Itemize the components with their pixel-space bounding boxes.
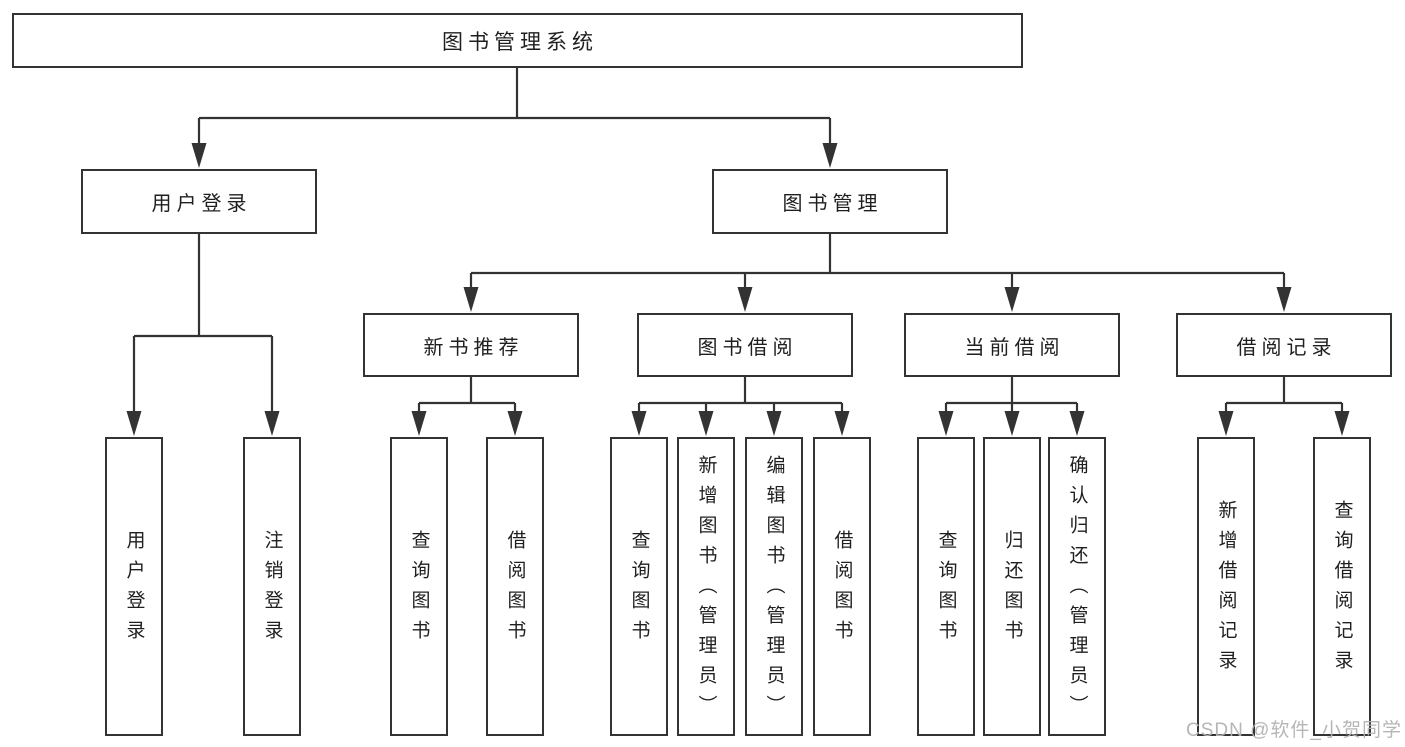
node-label: 确认归还（管理员） [1066,454,1088,725]
node-new-book-recommend: 新书推荐 [363,313,579,377]
arrowhead-icon [698,411,714,436]
node-label: 查询图书 [408,529,430,650]
node-label: 借阅图书 [831,529,853,650]
node-label: 新增图书（管理员） [695,454,717,725]
leaf-borrow-books-recommend: 借阅图书 [486,437,544,736]
leaf-add-borrow-record: 新增借阅记录 [1197,437,1255,736]
watermark: CSDN @软件_小贺同学 [1186,720,1402,741]
leaf-edit-books-admin: 编辑图书（管理员） [745,437,803,736]
leaf-return-books: 归还图书 [983,437,1041,736]
leaf-confirm-return-admin: 确认归还（管理员） [1048,437,1106,736]
node-label: 图书借阅 [697,336,798,359]
arrowhead-icon [1334,411,1350,436]
node-label: 注销登录 [261,529,283,650]
node-label: 查询借阅记录 [1331,499,1353,680]
arrowhead-icon [191,143,207,168]
node-book-borrowing: 图书借阅 [637,313,853,377]
leaf-query-books-current: 查询图书 [917,437,975,736]
arrowhead-icon [1004,287,1020,312]
node-label: 用户登录 [151,193,252,215]
leaf-add-books-admin: 新增图书（管理员） [677,437,735,736]
node-label: 新增借阅记录 [1215,499,1237,680]
leaf-query-books-borrow: 查询图书 [610,437,668,736]
node-book-management: 图书管理 [712,169,948,234]
node-label: 借阅图书 [504,529,526,650]
arrowhead-icon [507,411,523,436]
leaf-user-login: 用户登录 [105,437,163,736]
arrowhead-icon [411,411,427,436]
arrowhead-icon [1069,411,1085,436]
node-label: 归还图书 [1001,529,1023,650]
node-label: 编辑图书（管理员） [763,454,785,725]
arrowhead-icon [766,411,782,436]
arrowhead-icon [822,143,838,168]
node-label: 图书管理系统 [442,30,598,54]
arrowhead-icon [1218,411,1234,436]
arrowhead-icon [834,411,850,436]
node-user-login-branch: 用户登录 [81,169,317,234]
node-label: 借阅记录 [1236,336,1337,359]
arrowhead-icon [1004,411,1020,436]
connector [463,234,1292,312]
arrowhead-icon [938,411,954,436]
arrowhead-icon [463,287,479,312]
leaf-query-books-recommend: 查询图书 [390,437,448,736]
node-library-system: 图书管理系统 [12,13,1023,68]
leaf-borrow-books: 借阅图书 [813,437,871,736]
connector [1218,377,1350,436]
arrowhead-icon [737,287,753,312]
connector [631,377,850,436]
node-label: 用户登录 [123,529,145,650]
node-label: 当前借阅 [964,336,1065,359]
arrowhead-icon [631,411,647,436]
connector [126,234,280,436]
node-label: 图书管理 [782,193,883,215]
node-borrowing-records: 借阅记录 [1176,313,1392,377]
arrowhead-icon [264,411,280,436]
node-label: 查询图书 [935,529,957,650]
node-label: 新书推荐 [423,336,524,359]
arrowhead-icon [126,411,142,436]
connector [191,68,838,168]
node-current-borrowing: 当前借阅 [904,313,1120,377]
leaf-query-borrow-record: 查询借阅记录 [1313,437,1371,736]
node-label: 查询图书 [628,529,650,650]
connector [938,377,1085,436]
connector [411,377,523,436]
leaf-logout-login: 注销登录 [243,437,301,736]
arrowhead-icon [1276,287,1292,312]
